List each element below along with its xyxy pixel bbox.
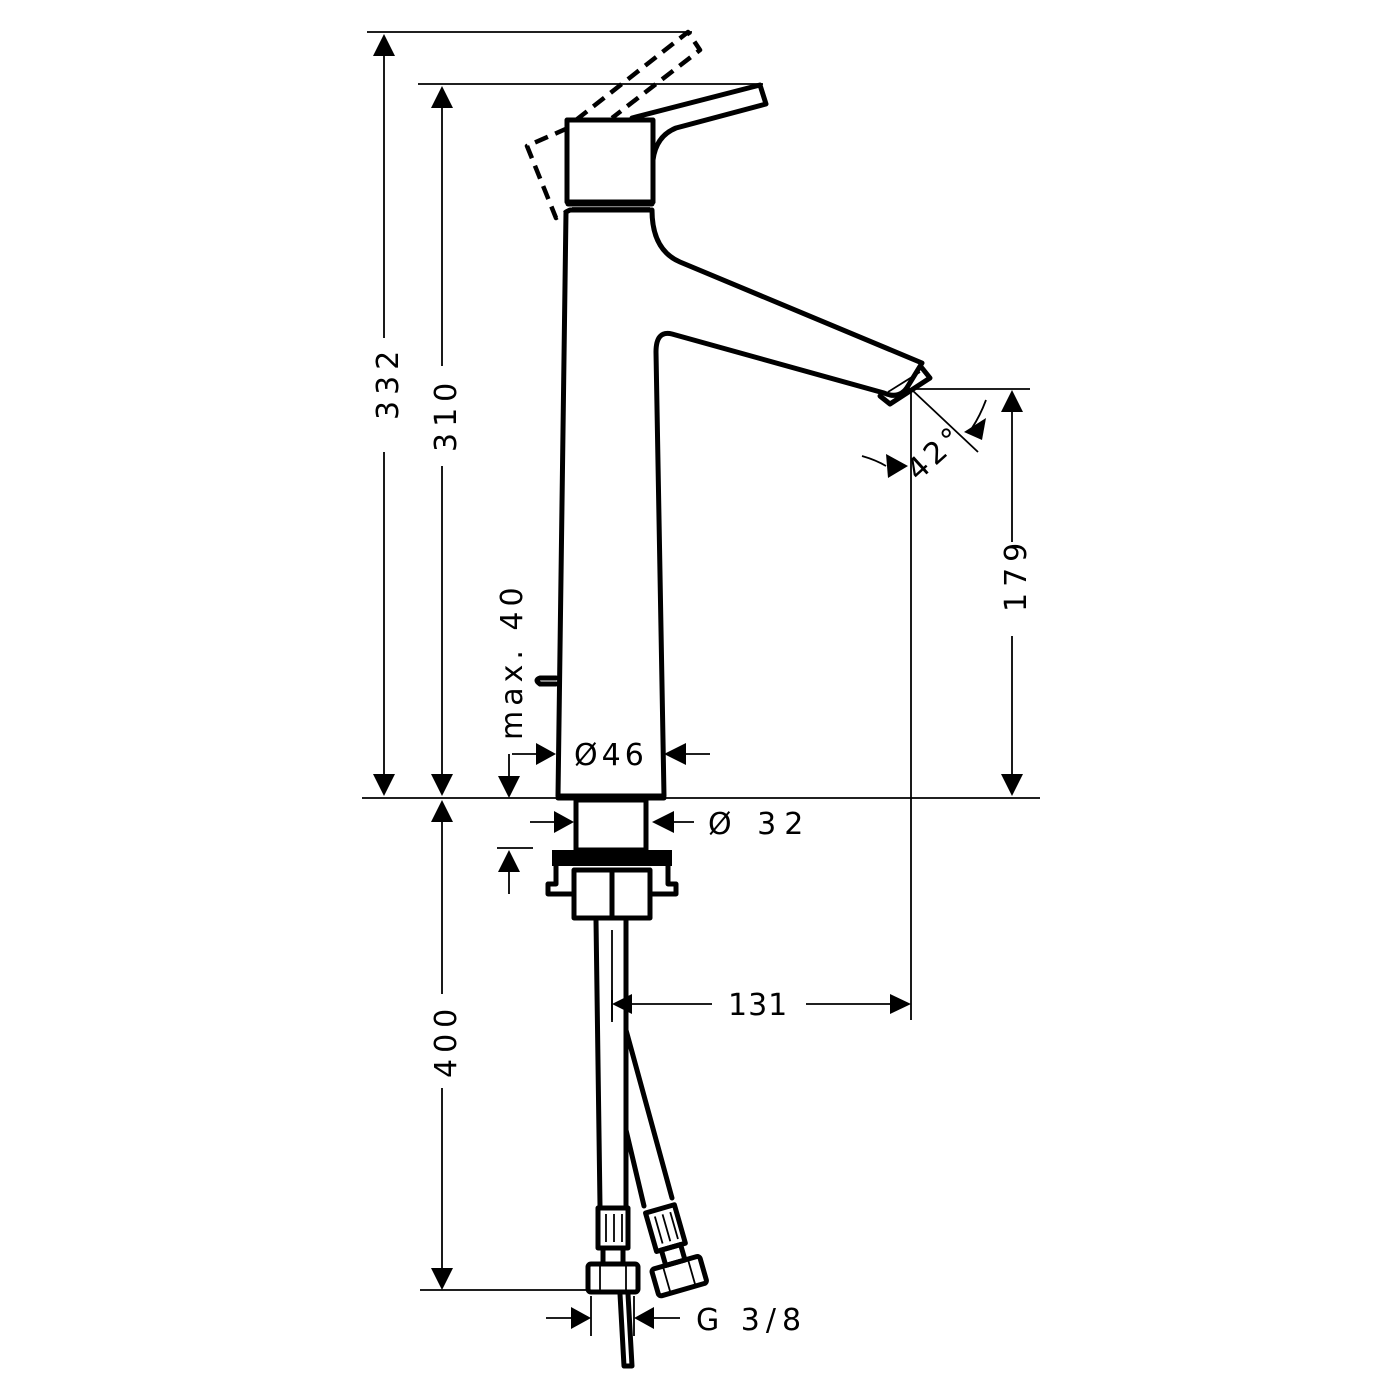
dimension-label-diameter-32: Ø 32 (708, 807, 811, 842)
supply-hoses (593, 917, 675, 1209)
faucet-body (555, 207, 933, 801)
dimension-angle-42: 42° (861, 388, 987, 488)
dimension-diameter-46: Ø46 (512, 738, 710, 773)
dimension-label-131: 131 (728, 988, 788, 1023)
dimension-label-400: 400 (429, 1003, 464, 1078)
dimension-131: 131 (611, 988, 911, 1023)
dimension-310: 310 (429, 86, 464, 796)
lever-open-position-dashed (524, 29, 703, 221)
mounting-shank (545, 797, 679, 921)
dimension-thread-g38: G 3/8 (546, 1296, 807, 1338)
pop-up-rod (534, 675, 559, 687)
hose-fitting-right (643, 1202, 709, 1299)
dimension-diameter-32: Ø 32 (530, 807, 811, 842)
hose-fitting-left (585, 1205, 641, 1369)
dimension-label-310: 310 (429, 377, 464, 452)
dimension-label-max-40: max. 40 (495, 582, 530, 740)
dimension-label-g-3-8: G 3/8 (696, 1303, 807, 1338)
dimension-332: 332 (371, 34, 406, 796)
dimension-label-179: 179 (999, 537, 1034, 612)
dimension-label-diameter-46: Ø46 (574, 738, 648, 773)
dimension-max-40: max. 40 (495, 582, 533, 894)
dimension-179: 179 (999, 390, 1034, 796)
dimension-label-332: 332 (371, 345, 406, 420)
dimension-400: 400 (429, 800, 464, 1290)
extension-lines (362, 31, 1040, 1291)
